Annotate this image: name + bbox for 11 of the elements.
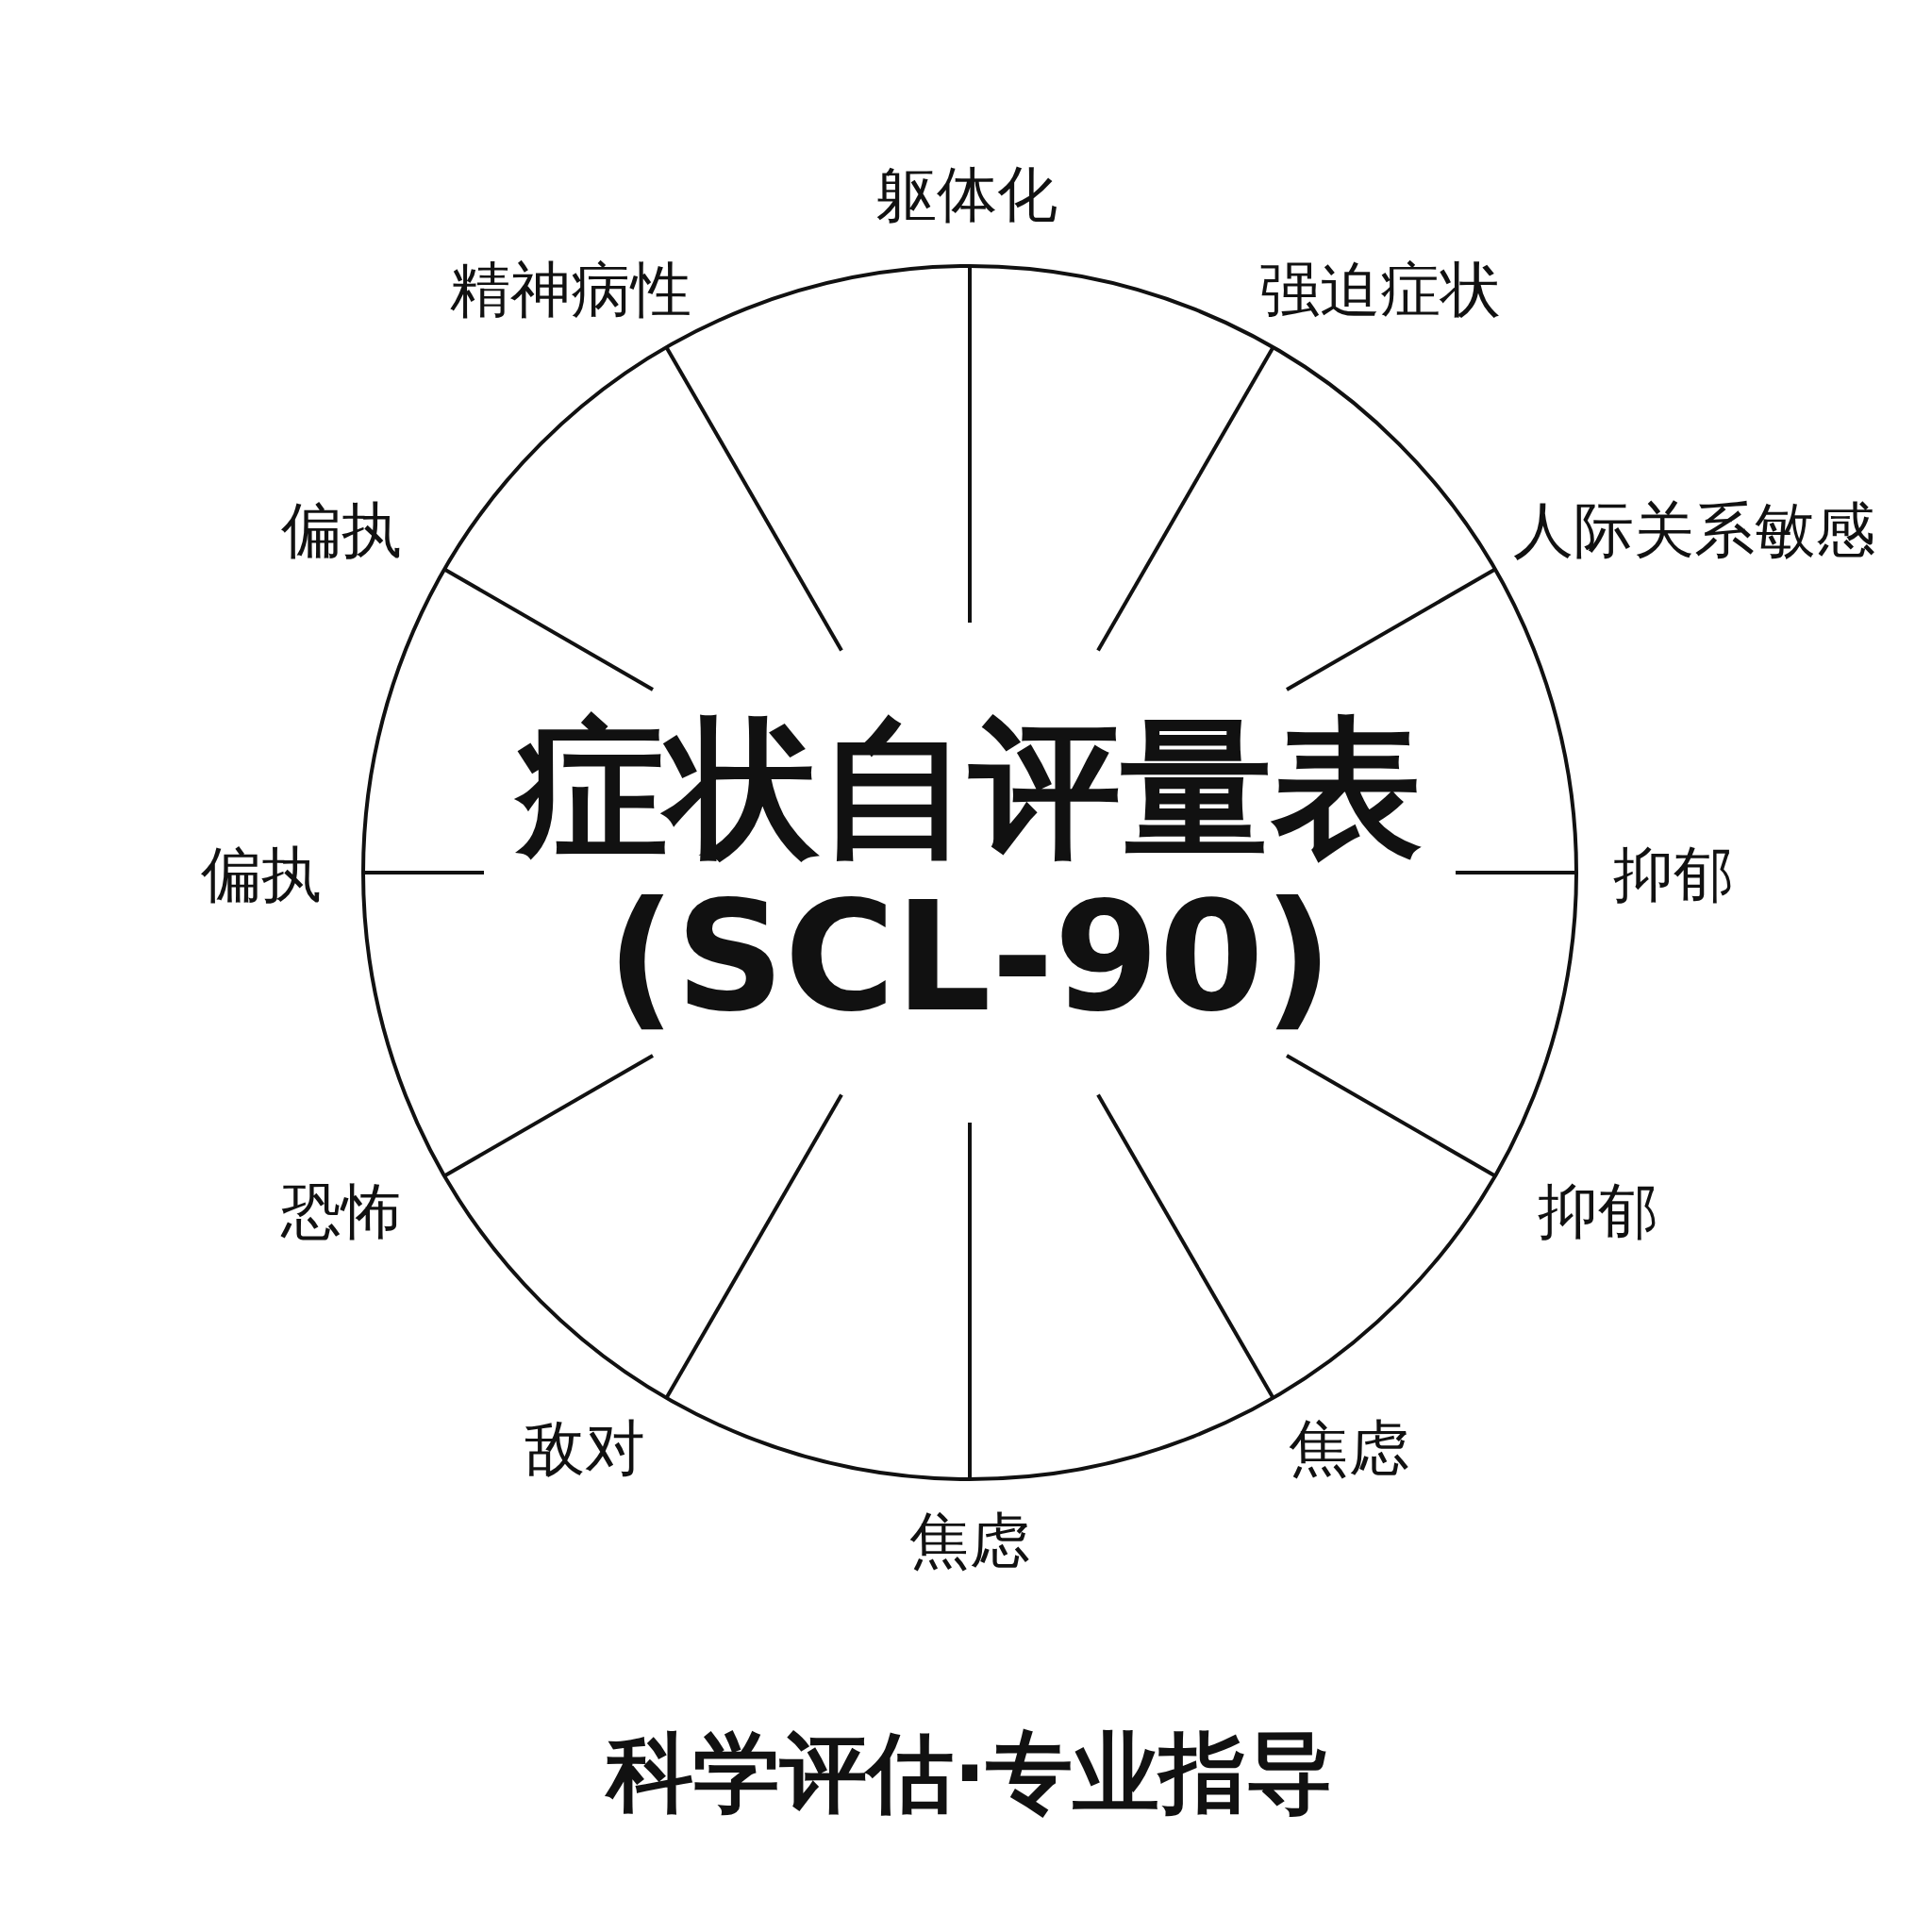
factor-label: 抑郁 bbox=[1613, 844, 1734, 905]
factor-label: 抑郁 bbox=[1538, 1181, 1658, 1241]
factor-label: 强迫症状 bbox=[1259, 259, 1501, 320]
factor-label: 偏执 bbox=[281, 500, 402, 560]
factor-label: 精神病性 bbox=[450, 259, 691, 320]
factor-label: 敌对 bbox=[525, 1418, 645, 1478]
caption: 科学评估·专业指导 bbox=[606, 1730, 1334, 1817]
factor-label: 人际关系敏感 bbox=[1513, 500, 1875, 560]
center-title: 症状自评量表 (SCL-90) bbox=[470, 703, 1470, 1042]
factor-label: 焦虑 bbox=[1289, 1418, 1409, 1478]
factor-label: 恐怖 bbox=[281, 1181, 402, 1241]
